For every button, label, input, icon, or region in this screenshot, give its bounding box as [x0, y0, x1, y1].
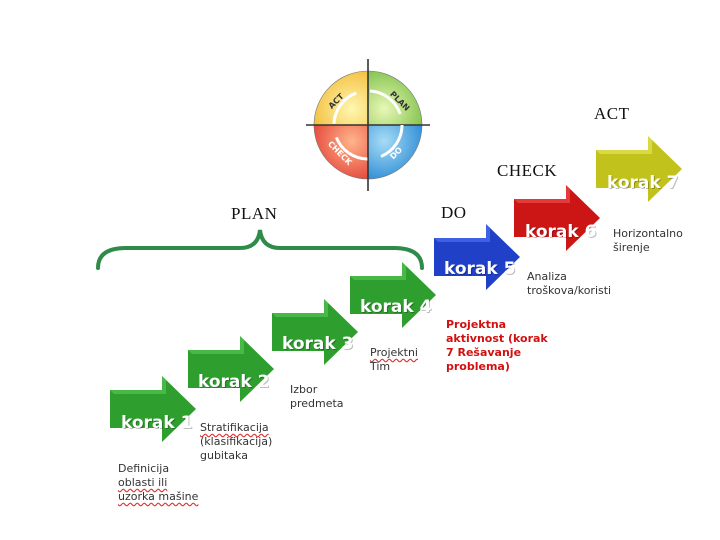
step-4-arrow — [350, 262, 436, 328]
step-1-label: korak 1 — [121, 413, 193, 433]
step-5-arrow — [434, 224, 520, 290]
plan-brace — [96, 229, 424, 270]
step-4-label: korak 4 — [360, 297, 432, 317]
step-6-label: korak 6 — [525, 222, 597, 242]
step-6-description: Analiza troškova/koristi — [527, 270, 612, 297]
step-1-arrow — [110, 376, 196, 442]
step-3-arrow — [272, 299, 358, 365]
step-2-arrow — [188, 336, 274, 402]
step-5-description: Projektna aktivnost (korak 7 Rešavanje p… — [446, 318, 548, 373]
phase-do-label: DO — [441, 203, 467, 222]
step-7-arrow — [596, 136, 682, 202]
phase-check-label: CHECK — [497, 161, 558, 180]
act-quadrant — [314, 71, 368, 125]
phase-plan-label: PLAN — [231, 204, 278, 223]
step-6-arrow — [514, 185, 600, 251]
step-2-description: Stratifikacija (klasifikacija) gubitaka — [200, 421, 273, 462]
step-5-label: korak 5 — [444, 259, 516, 279]
step-7-label: korak 7 — [607, 173, 679, 193]
pdca-cycle-diagram: ACT PLAN CHECK DO — [306, 59, 430, 191]
step-2-label: korak 2 — [198, 372, 270, 392]
check-quadrant — [314, 125, 368, 179]
step-1-description: Definicija oblasti ili uzorka mašine — [118, 462, 199, 503]
step-4-description: Projektni Tim — [370, 346, 418, 373]
plan-quadrant — [368, 71, 422, 125]
step-3-label: korak 3 — [282, 334, 354, 354]
do-quadrant — [368, 125, 422, 179]
phase-act-label: ACT — [594, 104, 630, 123]
step-3-description: Izbor predmeta — [290, 383, 344, 410]
step-7-description: Horizontalno širenje — [613, 227, 683, 254]
